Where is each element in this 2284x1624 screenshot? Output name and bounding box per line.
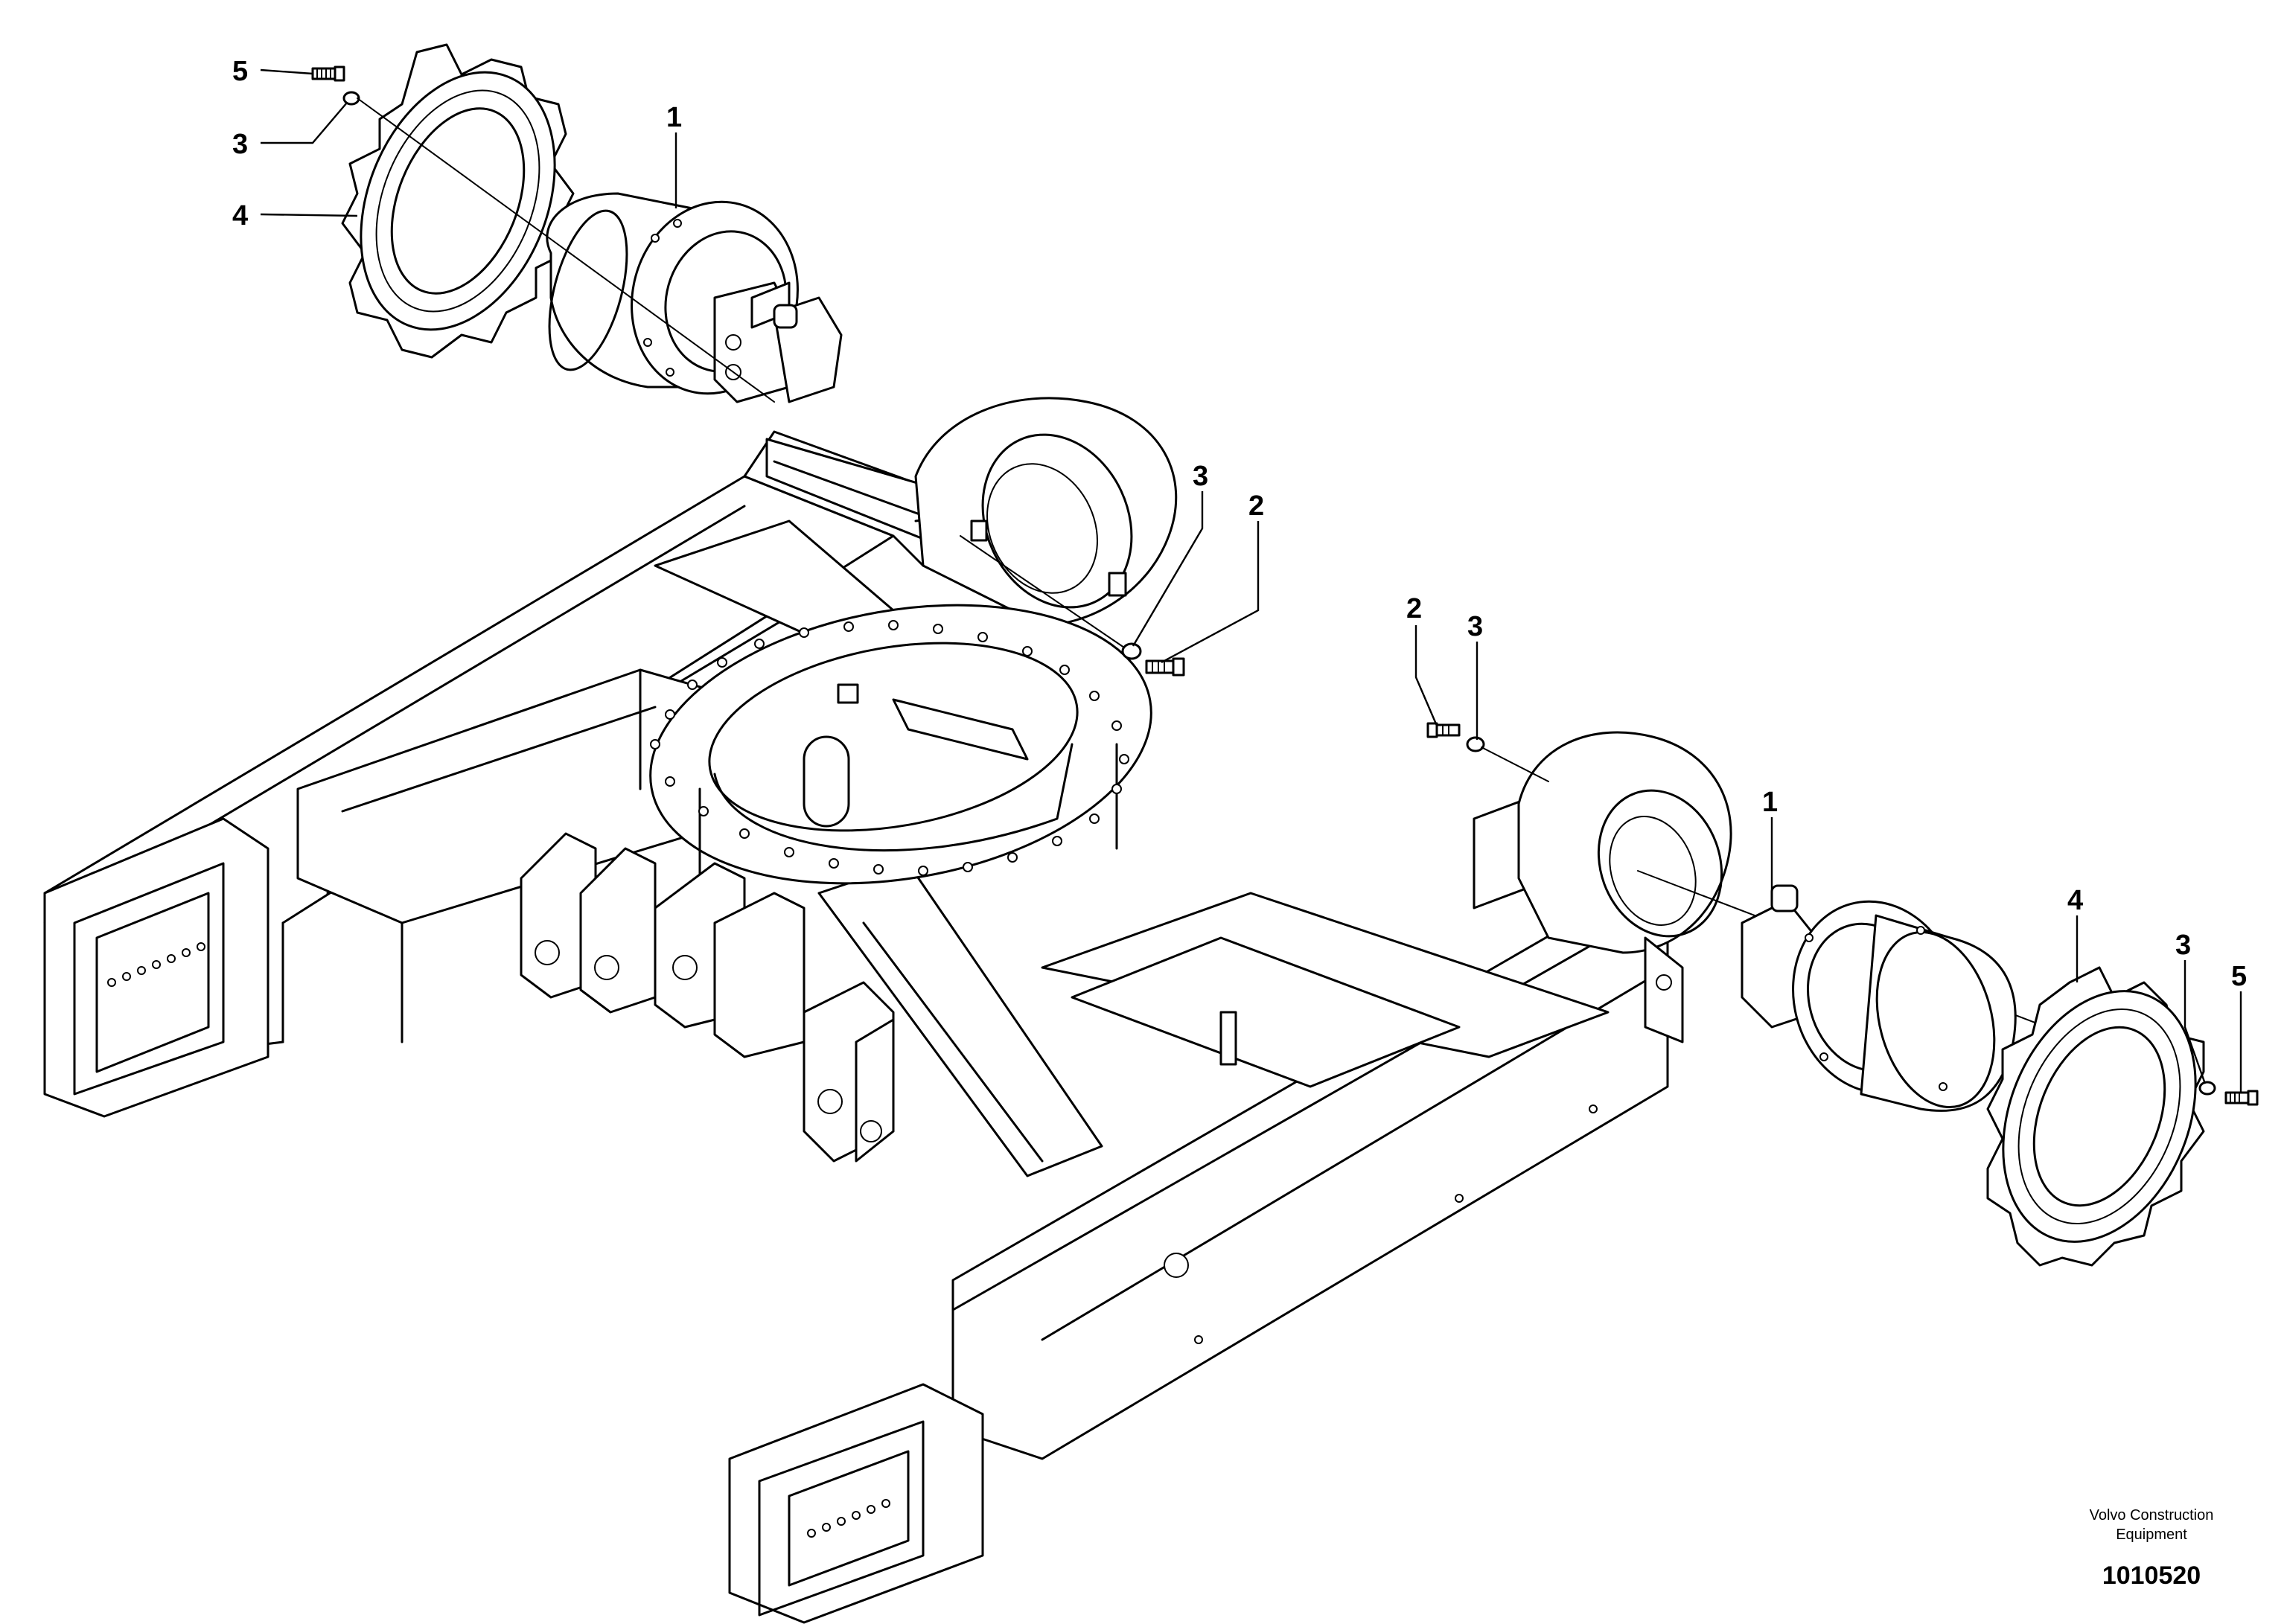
swing-bearing-ring xyxy=(649,604,1152,885)
brand-line-2: Equipment xyxy=(2116,1527,2187,1543)
right-travel-motor xyxy=(1741,884,2017,1112)
leader-lines xyxy=(260,68,2242,1093)
callout-right-2: 2 xyxy=(1406,593,1422,624)
callout-top-left-3: 3 xyxy=(232,129,248,160)
right-travel-motor-assembly xyxy=(1426,722,2259,1267)
undercarriage-frame xyxy=(43,397,1732,1624)
callout-top-left-4: 4 xyxy=(232,200,248,231)
right-mount-washer xyxy=(1466,736,1485,752)
left-washer xyxy=(342,91,360,106)
left-rail-holes xyxy=(107,942,205,987)
callout-center-2: 2 xyxy=(1248,490,1264,522)
right-sprocket xyxy=(1986,966,2205,1267)
callout-right-3b: 3 xyxy=(2175,930,2191,961)
callout-right-5: 5 xyxy=(2231,961,2247,992)
callout-right-3: 3 xyxy=(1467,611,1483,642)
callout-labels: 5 3 4 1 3 2 2 3 1 4 3 5 xyxy=(232,56,2247,992)
brand-line-1: Volvo Construction xyxy=(2090,1507,2214,1524)
center-fasteners xyxy=(960,535,1185,677)
left-bolt xyxy=(311,65,345,82)
center-washer xyxy=(1121,642,1142,660)
left-travel-motor xyxy=(546,192,843,403)
right-rail-holes xyxy=(807,1499,890,1538)
drawing-number: 1010520 xyxy=(2102,1561,2201,1590)
right-mount-bolt xyxy=(1426,722,1461,738)
right-bolt xyxy=(2224,1090,2259,1106)
callout-top-left-5: 5 xyxy=(232,56,248,87)
callout-right-1: 1 xyxy=(1762,787,1778,818)
left-travel-motor-assembly xyxy=(311,43,843,403)
center-bolt xyxy=(1145,657,1185,677)
footer: Volvo Construction Equipment 1010520 xyxy=(2090,1507,2214,1590)
callout-top-left-1: 1 xyxy=(666,102,682,133)
callout-center-3: 3 xyxy=(1193,461,1208,492)
right-washer xyxy=(2198,1081,2216,1096)
boom-mount-lugs xyxy=(520,832,895,1163)
callout-right-4: 4 xyxy=(2067,885,2083,916)
